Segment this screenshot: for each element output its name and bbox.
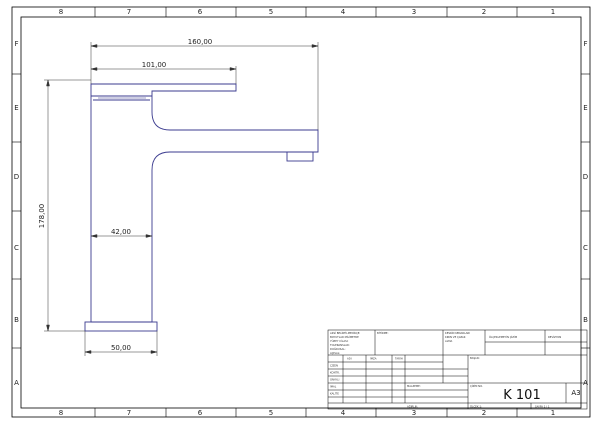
role-drawn: ÇİZEN: [330, 363, 338, 368]
role-approved: ONAYLI: [330, 378, 340, 382]
dimension-overall-width: 160,00: [188, 38, 213, 46]
note-unless-specified: AKSİ BELİRTİLMEDİKÇE:: [330, 330, 360, 335]
dimension-lever-length: 101,00: [142, 61, 167, 69]
edge-note-line-1: KESKİN KENARLARI: [445, 330, 470, 335]
zone-col-bottom-6: 6: [198, 409, 203, 417]
sheet-frame: [11, 6, 591, 418]
zone-col-top-7: 7: [127, 8, 131, 16]
zone-row-left-E: E: [14, 104, 18, 112]
zone-row-right-F: F: [583, 40, 587, 48]
zone-row-left-F: F: [14, 40, 18, 48]
dimension-height: 178,00: [38, 204, 46, 229]
zone-col-bottom-2: 2: [482, 409, 486, 417]
zone-col-bottom-8: 8: [59, 409, 63, 417]
header-sign: İMZA: [370, 356, 377, 361]
zone-row-right-D: D: [583, 173, 588, 181]
zone-col-top-3: 3: [412, 8, 416, 16]
role-quality: KALİTE: [330, 391, 339, 396]
zone-col-bottom-3: 3: [412, 409, 416, 417]
dimension-lines: [44, 42, 319, 356]
dimension-body-offset: 42,00: [111, 228, 131, 236]
zone-col-top-4: 4: [341, 8, 346, 16]
zone-row-right-C: C: [583, 244, 588, 252]
note-dimensions-mm: BOYUTLAR MİLİMETRE: [330, 334, 359, 339]
drawing-border: [20, 16, 582, 409]
do-not-scale-note: ÖLÇEKLEMEYİN ÇİZİM: [489, 334, 517, 339]
zone-ticks: [12, 7, 590, 417]
zone-row-left-B: B: [14, 316, 19, 324]
zone-col-bottom-1: 1: [551, 409, 555, 417]
zone-col-bottom-4: 4: [341, 409, 346, 417]
title-label: BAŞLIK:: [470, 356, 480, 360]
zone-row-left-C: C: [14, 244, 19, 252]
faucet-aerator: [286, 151, 314, 162]
weight-label: AĞIRLIK:: [407, 404, 418, 409]
faucet-profile: [84, 83, 319, 332]
dimension-base-width: 50,00: [111, 344, 131, 352]
note-tolerances: TOLERANSLAR:: [330, 343, 350, 347]
header-name: ADI: [347, 357, 352, 361]
zone-col-top-2: 2: [482, 8, 486, 16]
faucet-base: [84, 321, 158, 332]
scale-label: ÖLÇEK:1:: [470, 404, 482, 409]
zone-col-top-6: 6: [198, 8, 203, 16]
zone-col-bottom-5: 5: [269, 409, 273, 417]
header-date: TARİH: [395, 356, 403, 361]
faucet-lever-outline: [90, 83, 319, 323]
edge-note-line-2: KIRIN VE ÇAPAK: [445, 335, 466, 339]
role-checked: KONTR.: [330, 371, 340, 375]
edge-note-line-3: ALMA: [445, 339, 452, 343]
role-manufacturing: İMAL: [330, 384, 337, 389]
sheet-size: A3: [571, 389, 580, 397]
title-block: [327, 329, 588, 410]
zone-row-right-E: E: [583, 104, 587, 112]
zone-col-top-8: 8: [59, 8, 63, 16]
zone-col-top-1: 1: [551, 8, 555, 16]
finish-label: BİTİRME:: [377, 330, 389, 335]
sheet-number: SAYFA 1 / 1: [535, 405, 550, 409]
zone-col-bottom-7: 7: [127, 409, 131, 417]
zone-row-left-A: A: [14, 379, 19, 387]
material-label: MALZEME:: [407, 384, 421, 388]
revision-label: REVİZYON: [548, 334, 561, 339]
drawing-number-label: ÇİZİM NO.: [470, 383, 483, 388]
note-surface-finish: YÜZEY CİLASI:: [330, 338, 349, 343]
zone-col-top-5: 5: [269, 8, 273, 16]
drawing-title: K 101: [503, 388, 540, 403]
note-linear: DOĞRUSAL:: [330, 346, 346, 351]
note-angular: AÇISAL:: [330, 351, 340, 355]
zone-row-right-B: B: [583, 316, 588, 324]
zone-row-left-D: D: [14, 173, 19, 181]
